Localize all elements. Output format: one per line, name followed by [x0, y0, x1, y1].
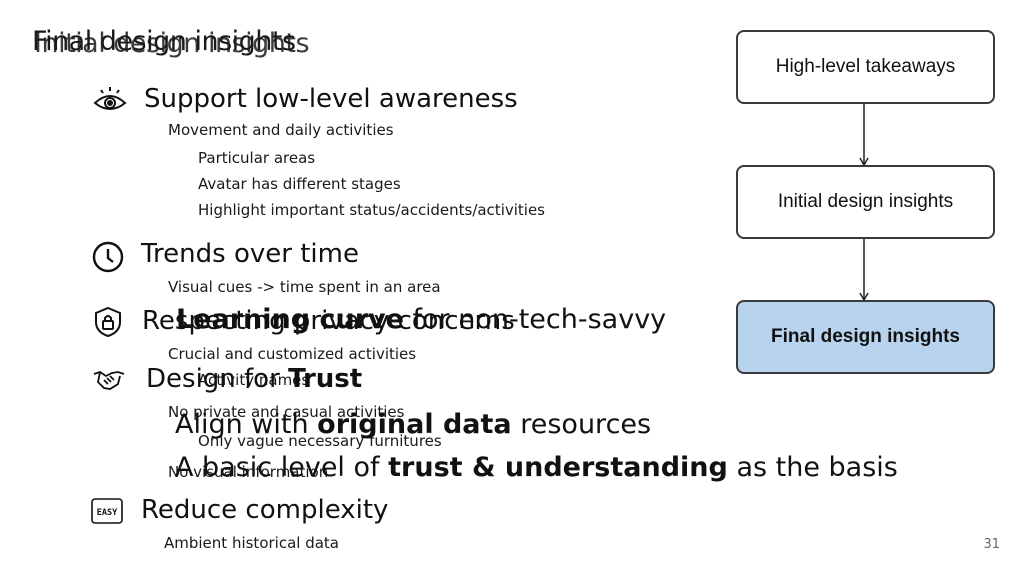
overlay-align-data: Align with original data resources [175, 409, 651, 440]
flow-step-initial: Initial design insights [736, 165, 995, 239]
arrow-down-icon [859, 104, 869, 167]
eye-icon [93, 84, 127, 118]
list-item: Crucial and customized activities [168, 345, 417, 363]
arrow-down-icon [859, 239, 869, 302]
learning-curve-rest: for non-tech-savvy [403, 304, 667, 335]
handshake-icon [92, 362, 126, 396]
list-item: Only vague necessary furnitures [198, 432, 442, 450]
section-heading-trends: Trends over time [141, 239, 359, 269]
align-prefix: Align with [175, 409, 318, 440]
section-heading-complexity: Reduce complexity [141, 495, 389, 525]
list-item: Movement and daily activities [168, 121, 394, 139]
list-item: No visual information [168, 463, 329, 481]
list-item: Highlight important status/accidents/act… [198, 201, 545, 219]
trust-bold: trust & understanding [388, 452, 728, 483]
trust-heading-prefix: Design for [146, 364, 289, 394]
clock-icon [91, 240, 125, 274]
trust-heading-bold: Trust [288, 364, 363, 394]
slide-title-initial: Initial design insights [34, 28, 310, 59]
list-item: No private and casual activities [168, 403, 405, 421]
flow-step-high-level: High-level takeaways [736, 30, 995, 104]
align-suffix: resources [511, 409, 652, 440]
trust-prefix: A basic level of [175, 452, 389, 483]
shield-lock-icon [91, 305, 125, 339]
list-item: Ambient historical data [164, 534, 339, 552]
section-heading-privacy: Respecting privacy concerns [142, 306, 515, 336]
section-heading-trust: Design for Trust [146, 364, 362, 394]
easy-icon-text: EASY [97, 508, 118, 518]
align-bold: original data [317, 409, 512, 440]
overlay-learning-curve: Learning curve for non-tech-savvy [176, 304, 666, 335]
list-item: Activity names [198, 371, 310, 389]
flow-step-final: Final design insights [736, 300, 995, 374]
list-item: Particular areas [198, 149, 316, 167]
list-item: Avatar has different stages [198, 175, 401, 193]
list-item: Visual cues -> time spent in an area [168, 278, 441, 296]
learning-curve-bold: Learning curve [176, 304, 404, 335]
page-number: 31 [983, 537, 1000, 552]
slide-title-final: Final design insights [32, 26, 296, 57]
easy-icon: EASY [91, 498, 123, 526]
overlay-trust-basis: A basic level of trust & understanding a… [175, 452, 898, 483]
section-heading-awareness: Support low-level awareness [144, 84, 518, 114]
trust-suffix: as the basis [727, 452, 898, 483]
